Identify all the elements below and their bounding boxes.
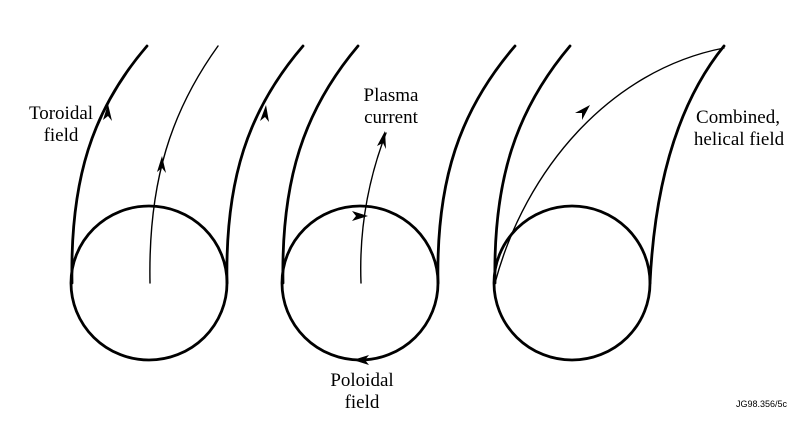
- poloidal-label-line2: field: [345, 392, 380, 413]
- toroidal-arrow-right: [260, 105, 269, 122]
- toroidal-center-line: [149, 45, 219, 284]
- toroidal-arrow-left: [103, 104, 112, 121]
- toroidal-cross-section: [69, 204, 229, 362]
- toroidal-label-line1: Toroidal: [29, 103, 93, 124]
- poloidal-arrow-top: [352, 211, 368, 221]
- helical-field-line-top: [494, 47, 725, 284]
- toroidal-field-panel: Toroidal field: [29, 44, 305, 362]
- poloidal-field-panel: Plasma current Poloidal field: [280, 44, 517, 413]
- helical-field-line-left: [493, 44, 572, 285]
- helical-field-arrow: [575, 105, 590, 120]
- plasma-current-arrow: [377, 131, 386, 149]
- toroidal-arrow-center: [157, 156, 166, 173]
- plasma-current-label-line2: current: [364, 107, 419, 128]
- reference-code: JG98.356/5c: [736, 399, 788, 409]
- toroidal-field-line-left: [70, 44, 149, 285]
- helical-field-line-right: [648, 44, 726, 285]
- combined-label-line1: Combined,: [696, 107, 780, 128]
- poloidal-arrow-bottom: [353, 355, 369, 365]
- poloidal-field-line-right: [436, 44, 517, 285]
- poloidal-label-line1: Poloidal: [330, 370, 393, 391]
- toroidal-label-line2: field: [44, 125, 79, 146]
- toroidal-field-line-right: [225, 44, 305, 285]
- poloidal-field-line-left: [281, 44, 360, 285]
- helical-cross-section: [492, 204, 652, 362]
- plasma-current-line: [360, 132, 387, 284]
- helical-field-panel: Combined, helical field: [492, 44, 785, 362]
- plasma-current-label-line1: Plasma: [364, 85, 419, 106]
- poloidal-cross-section: [280, 204, 440, 362]
- combined-label-line2: helical field: [694, 129, 785, 150]
